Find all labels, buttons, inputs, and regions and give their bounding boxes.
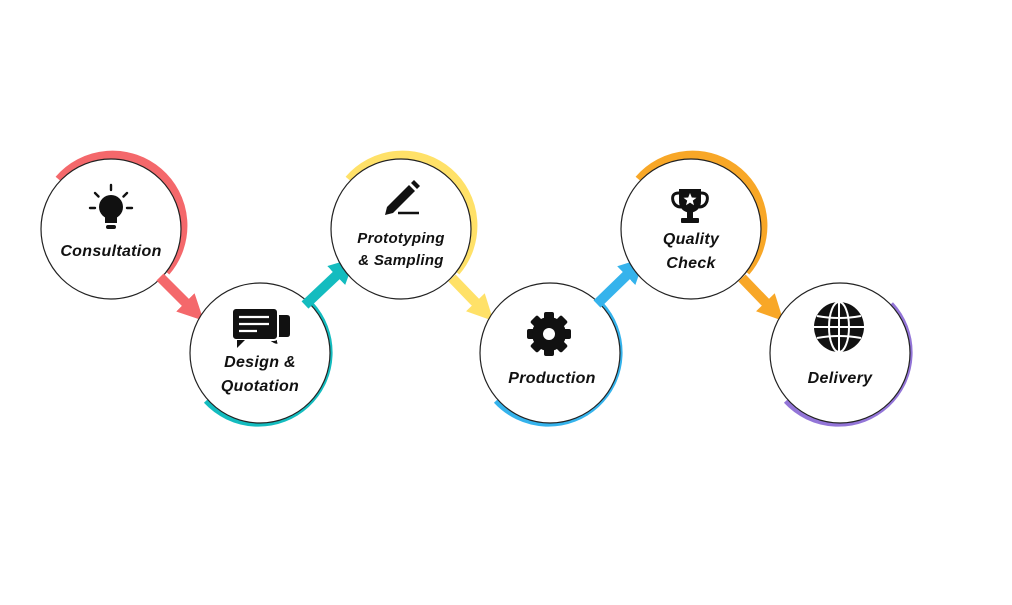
globe-icon (814, 301, 864, 353)
step-quality-check-label-line1: Quality (663, 231, 720, 248)
arrow-production-to-quality (593, 257, 645, 308)
pencil-icon (385, 180, 420, 215)
step-design-quotation-circle (189, 282, 331, 424)
lightbulb-icon (88, 183, 134, 229)
step-design-quotation-label-line2: Quotation (221, 378, 299, 395)
step-delivery: Delivery (769, 282, 913, 427)
step-consultation-label: Consultation (60, 243, 161, 260)
step-quality-check-circle (620, 158, 762, 300)
arrow-design-to-prototyping (301, 257, 356, 309)
arrow-quality-to-delivery (738, 274, 784, 321)
chat-bubble-icon (231, 307, 290, 348)
step-prototyping-sampling-label-line2: & Sampling (358, 252, 444, 269)
step-production-label: Production (508, 370, 595, 387)
step-delivery-circle (769, 282, 911, 424)
step-delivery-label: Delivery (808, 370, 873, 387)
arrow-consultation-to-design (156, 273, 204, 321)
step-prototyping-sampling: Prototyping & Sampling (330, 150, 478, 300)
step-consultation: Consultation (40, 150, 188, 300)
trophy-icon (671, 189, 709, 223)
step-prototyping-sampling-circle (330, 158, 472, 300)
step-quality-check: Quality Check (620, 150, 768, 300)
gear-icon (527, 312, 571, 356)
step-production: Production (479, 282, 623, 427)
step-prototyping-sampling-label-line1: Prototyping (357, 230, 444, 247)
step-quality-check-label-line2: Check (666, 255, 716, 272)
step-design-quotation: Design & Quotation (189, 282, 333, 427)
step-design-quotation-label-line1: Design & (224, 354, 296, 371)
arrow-prototyping-to-production (448, 274, 494, 321)
